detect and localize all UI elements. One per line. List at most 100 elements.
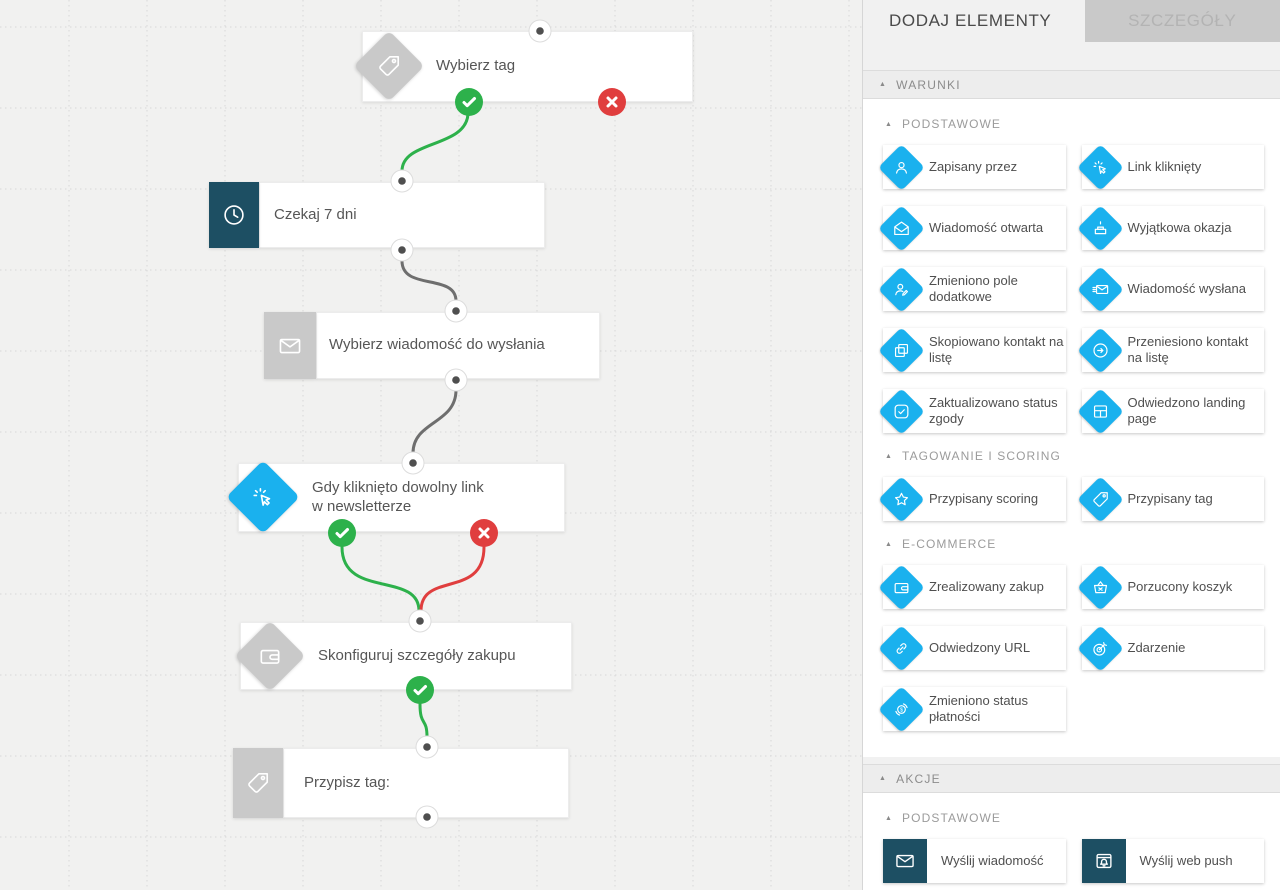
check-square-icon	[894, 404, 909, 418]
element-label: Zmieniono status płatności	[929, 692, 1028, 724]
workflow-node-czekaj-7-dni[interactable]: Czekaj 7 dni	[259, 182, 545, 248]
collapse-triangle-icon: ▲	[879, 81, 888, 88]
group-header-podstawowe[interactable]: ▲PODSTAWOWE	[885, 811, 1264, 825]
collapse-triangle-icon: ▲	[885, 814, 894, 822]
element-label: Przeniesiono kontakt na listę	[1127, 333, 1249, 365]
section-header-warunki[interactable]: ▲ WARUNKI	[863, 70, 1280, 99]
element-item-copy[interactable]: Skopiowano kontakt na listę	[878, 326, 1066, 374]
node-icon-wallet	[234, 620, 306, 692]
group-header-e-commerce[interactable]: ▲E-COMMERCE	[885, 537, 1264, 551]
section-panel: ▲PODSTAWOWE Wyślij wiadomość Wyślij web pu…	[863, 793, 1280, 890]
payment-icon: $	[895, 702, 908, 716]
element-item-tag[interactable]: Przypisany tag	[1076, 475, 1264, 523]
tag-icon-badge	[1076, 475, 1124, 523]
element-item-star[interactable]: Przypisany scoring	[878, 475, 1066, 523]
basket-icon	[1093, 580, 1107, 593]
layout-icon	[1093, 404, 1107, 418]
element-item-layout[interactable]: Odwiedzono landing page	[1076, 387, 1264, 435]
element-label: Przypisany tag	[1127, 490, 1213, 506]
mail-sent-icon-badge	[1076, 265, 1124, 313]
section-title: AKCJE	[896, 771, 941, 786]
element-item-wallet[interactable]: Zrealizowany zakup	[878, 563, 1066, 611]
cake-icon-badge	[1076, 204, 1124, 252]
workflow-node-przypisz-tag[interactable]: Przypisz tag:	[283, 748, 569, 818]
section-header-akcje[interactable]: ▲AKCJE	[863, 764, 1280, 793]
star-icon-badge	[878, 475, 925, 523]
element-label: Wyślij wiadomość	[941, 852, 1044, 868]
group-header-podstawowe[interactable]: ▲ PODSTAWOWE	[885, 117, 1264, 131]
basket-icon-badge	[1076, 563, 1124, 611]
element-item-mail-open[interactable]: Wiadomość otwarta	[878, 204, 1066, 252]
section-title: WARUNKI	[896, 77, 961, 92]
element-label: Zaktualizowano status zgody	[929, 394, 1058, 426]
node-label: Skonfiguruj szczegóły zakupu	[318, 646, 516, 664]
element-item-basket[interactable]: Porzucony koszyk	[1076, 563, 1264, 611]
mail-open-icon-badge	[878, 204, 925, 252]
user-edit-icon	[895, 283, 909, 296]
tab-add-elements[interactable]: DODAJ ELEMENTY	[889, 11, 1052, 30]
element-item-arrow-circle[interactable]: Przeniesiono kontakt na listę	[1076, 326, 1264, 374]
arrow-circle-icon-badge	[1076, 326, 1124, 374]
collapse-triangle-icon: ▲	[885, 540, 894, 548]
element-item-target[interactable]: Zdarzenie	[1076, 624, 1264, 672]
wallet-icon	[894, 582, 909, 593]
link-icon	[896, 642, 907, 654]
element-item-link[interactable]: Odwiedzony URL	[878, 624, 1066, 672]
element-label: Wiadomość otwarta	[929, 219, 1044, 235]
element-item-user[interactable]: Zapisany przez	[878, 143, 1066, 191]
tag-icon	[379, 55, 400, 76]
workflow-node-wybierz-wiadomosc[interactable]: Wybierz wiadomość do wysłania	[316, 312, 600, 379]
click-icon-badge	[1076, 143, 1124, 191]
element-item-mail[interactable]: Wyślij wiadomość	[883, 839, 1066, 883]
element-label: Wiadomość wysłana	[1127, 280, 1247, 296]
element-item-cake[interactable]: Wyjątkowa okazja	[1076, 204, 1264, 252]
mail-sent-icon	[1091, 284, 1108, 294]
element-label: Wyjątkowa okazja	[1127, 219, 1232, 235]
mail-icon-badge	[883, 839, 927, 883]
element-label: Skopiowano kontakt na listę	[929, 333, 1064, 365]
element-grid: Przypisany scoring Przypisany tag	[878, 475, 1264, 523]
sidebar-tabs: DODAJ ELEMENTY SZCZEGÓŁY	[863, 0, 1280, 42]
element-label: Zrealizowany zakup	[929, 578, 1044, 594]
collapse-triangle-icon: ▲	[885, 120, 894, 128]
element-item-mail-sent[interactable]: Wiadomość wysłana	[1076, 265, 1264, 313]
element-label: Zdarzenie	[1127, 639, 1186, 655]
element-label: Zmieniono pole dodatkowe	[929, 272, 1018, 304]
element-label: Odwiedzony URL	[929, 639, 1031, 655]
tab-details[interactable]: SZCZEGÓŁY	[1084, 0, 1280, 42]
collapse-triangle-icon: ▲	[885, 452, 894, 460]
copy-icon-badge	[878, 326, 925, 374]
copy-icon	[894, 343, 909, 357]
group-header-tagowanie-i-scoring[interactable]: ▲ TAGOWANIE I SCORING	[885, 449, 1264, 463]
node-icon-click	[226, 460, 300, 534]
mail-icon	[896, 854, 914, 868]
element-item-user-edit[interactable]: Zmieniono pole dodatkowe	[878, 265, 1066, 313]
mail-open-icon	[894, 221, 909, 235]
element-label: Link kliknięty	[1127, 158, 1202, 174]
wallet-icon	[260, 649, 280, 664]
node-icon-clock	[209, 182, 259, 248]
group-title: TAGOWANIE I SCORING	[902, 449, 1061, 463]
node-label: Wybierz wiadomość do wysłania	[329, 336, 545, 354]
node-label: Przypisz tag:	[304, 773, 390, 791]
element-label: Zapisany przez	[929, 158, 1018, 174]
svg-text:$: $	[900, 707, 903, 713]
target-icon-badge	[1076, 624, 1124, 672]
payment-icon-badge: $	[878, 685, 925, 733]
element-item-click[interactable]: Link kliknięty	[1076, 143, 1264, 191]
star-icon	[894, 492, 909, 505]
layout-icon-badge	[1076, 387, 1124, 435]
click-icon	[253, 487, 271, 506]
webpush-icon	[1095, 853, 1112, 869]
group-title: PODSTAWOWE	[902, 117, 1002, 131]
node-label: Gdy kliknięto dowolny link w newsletterz…	[312, 478, 484, 515]
element-item-webpush[interactable]: Wyślij web push	[1081, 839, 1264, 883]
node-icon-tag	[353, 30, 425, 102]
tag-icon	[248, 772, 269, 793]
element-item-check-square[interactable]: Zaktualizowano status zgody	[878, 387, 1066, 435]
element-item-payment[interactable]: $ Zmieniono status płatności	[878, 685, 1066, 733]
wallet-icon-badge	[878, 563, 925, 611]
